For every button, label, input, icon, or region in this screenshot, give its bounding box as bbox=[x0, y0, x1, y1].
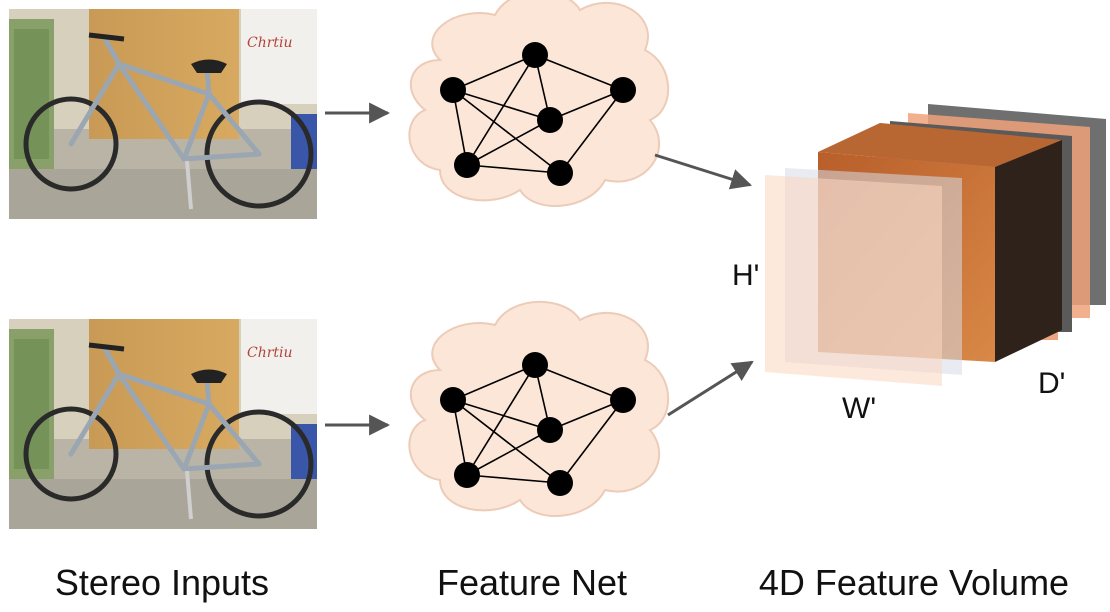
depth-label: D' bbox=[1038, 367, 1065, 400]
caption-4d-feature-volume: 4D Feature Volume bbox=[759, 562, 1069, 603]
stereo-image-right bbox=[9, 319, 317, 529]
arrow-net-bottom-to-volume bbox=[667, 360, 754, 417]
arrow-net-top-to-volume bbox=[654, 153, 753, 190]
stereo-image-left bbox=[9, 9, 317, 219]
caption-stereo-inputs: Stereo Inputs bbox=[55, 562, 269, 603]
height-label: H' bbox=[732, 259, 759, 292]
width-label: W' bbox=[842, 392, 876, 425]
feature-volume bbox=[765, 104, 1106, 386]
caption-feature-net: Feature Net bbox=[437, 562, 627, 603]
feature-net-top bbox=[408, 0, 670, 208]
feature-net-bottom bbox=[408, 300, 670, 518]
